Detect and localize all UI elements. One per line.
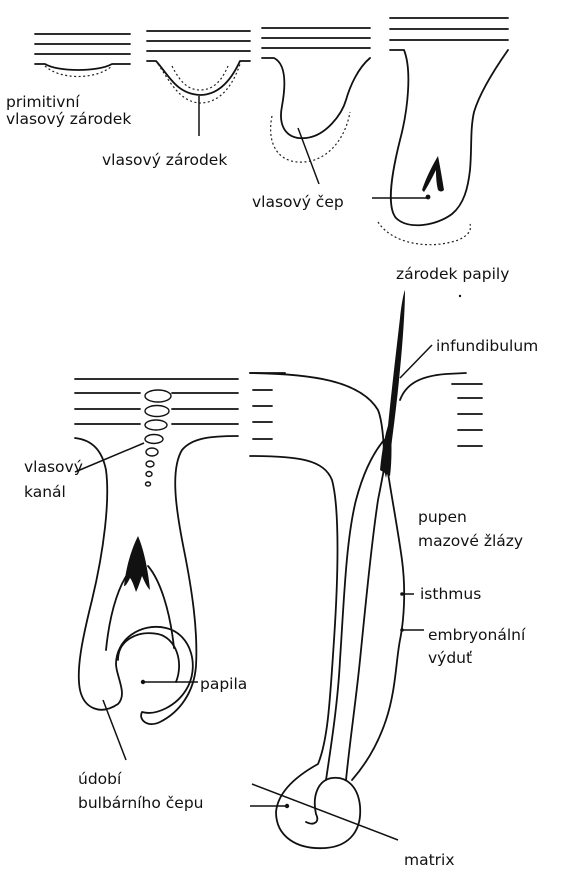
leader-dot <box>285 804 289 808</box>
skin-surface <box>400 373 466 400</box>
label-primitive-germ-line1: primitivní <box>6 93 80 111</box>
leader-dot <box>400 592 404 596</box>
label-bulbar-peg-line1: údobí <box>78 770 122 788</box>
stage-hair-peg <box>262 28 370 184</box>
label-hair-peg: vlasový čep <box>252 193 344 211</box>
hair-canal-cell <box>145 420 167 430</box>
leader-dot <box>426 195 431 200</box>
label-primitive-germ-line2: vlasový zárodek <box>6 110 131 128</box>
hair-canal-cell <box>146 448 158 456</box>
papilla-germ-mark <box>422 156 444 192</box>
label-bulbar-peg-line2: bulbárního čepu <box>78 794 204 812</box>
hair-canal-cell <box>145 390 171 402</box>
hair-peg-outline <box>262 58 370 138</box>
label-sebaceous-bud-line2: mazové žlázy <box>418 532 523 550</box>
papilla-germ-outline <box>390 50 508 225</box>
germ-dotted-outline-inner <box>172 66 228 90</box>
leader-line <box>400 345 432 378</box>
label-papilla: papila <box>200 675 247 693</box>
skin-surface <box>250 373 384 460</box>
hair-canal-cell <box>146 482 151 486</box>
stage-mature-follicle <box>250 290 482 848</box>
label-infundibulum: infundibulum <box>436 337 538 355</box>
papilla-inner-outline <box>118 633 179 682</box>
label-hair-canal-line2: kanál <box>24 483 66 501</box>
label-papilla-germ: zárodek papily <box>396 265 509 283</box>
hair-canal-cell <box>146 461 154 467</box>
hair-canal-cell <box>146 472 152 477</box>
scan-speck <box>459 295 461 297</box>
leader-line <box>75 443 144 472</box>
label-bulge-line1: embryonální <box>428 626 526 644</box>
hair-canal-cell <box>145 435 163 444</box>
label-matrix: matrix <box>404 851 455 869</box>
hair-cone <box>124 536 150 592</box>
hair-canal-cell <box>145 406 169 417</box>
stage-primitive-germ <box>35 34 130 77</box>
leader-line <box>103 700 126 760</box>
leader-dot <box>400 628 404 632</box>
leader-line <box>252 784 398 840</box>
label-isthmus: isthmus <box>420 585 481 603</box>
label-hair-germ: vlasový zárodek <box>102 151 227 169</box>
leader-dot <box>141 680 145 684</box>
stage-hair-germ <box>147 31 250 136</box>
follicle-outer-wall-right <box>352 460 404 780</box>
stage-papilla-germ <box>372 18 508 245</box>
label-bulge-line2: výduť <box>428 649 472 667</box>
label-hair-canal-line1: vlasový <box>24 458 83 476</box>
stage-bulbar-peg <box>75 379 238 760</box>
label-sebaceous-bud-line1: pupen <box>418 508 467 526</box>
